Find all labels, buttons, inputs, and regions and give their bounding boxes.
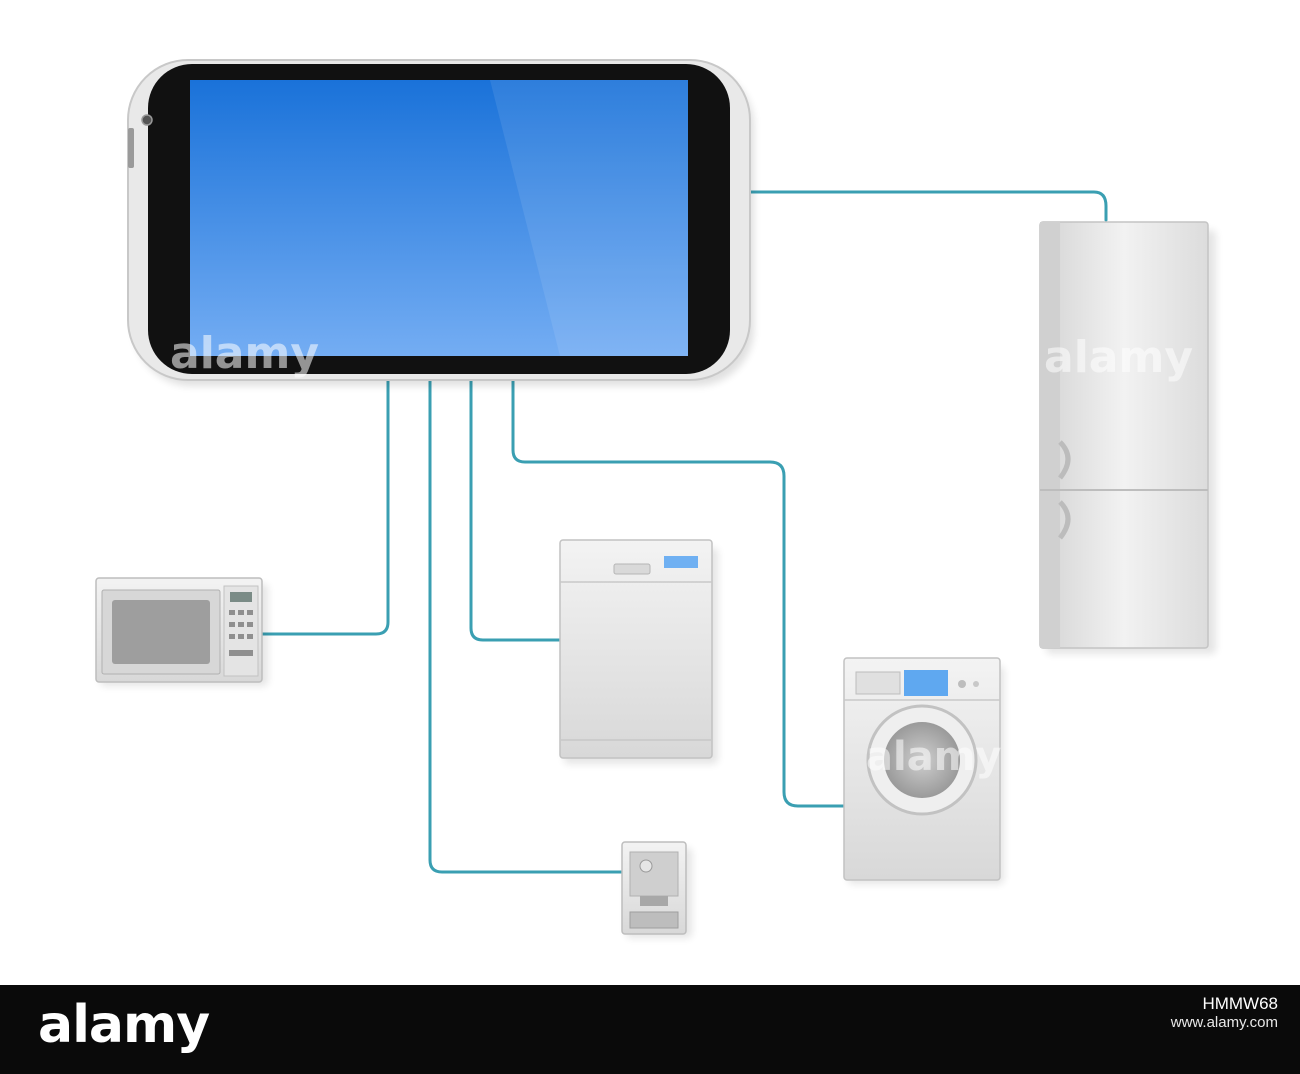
smart-home-scene: alamy alamy alamy alamy (95, 59, 1216, 938)
detergent-drawer (855, 671, 901, 695)
coffee-machine-dial (639, 859, 653, 873)
refrigerator (1039, 221, 1216, 654)
washing-machine-drum (884, 722, 960, 798)
coffee-machine (621, 841, 692, 938)
cable-to-oven (260, 378, 390, 636)
site-url: www.alamy.com (1170, 1014, 1278, 1032)
cable-to-washing-machine (511, 378, 846, 808)
oven-display (230, 592, 252, 602)
watermark-left: alamy (170, 328, 319, 379)
oven-window (112, 600, 210, 664)
tablet-screen (190, 80, 688, 356)
screen-glare (490, 80, 688, 356)
washing-machine-display (904, 670, 948, 696)
refrigerator-body (1039, 221, 1209, 649)
front-camera-icon (141, 114, 153, 126)
coffee-spout (640, 896, 668, 906)
watermark-center: alamy (594, 458, 743, 509)
cable-to-dishwasher (469, 378, 562, 642)
washing-machine-button (973, 681, 979, 687)
footer-logo: alamy (38, 995, 210, 1055)
dishwasher-handle (613, 563, 651, 575)
refrigerator-handle-bottom (1057, 500, 1071, 540)
watermark-layer: alamy alamy alamy alamy (170, 328, 1193, 780)
stock-footer: alamy HMMW68 www.alamy.com (0, 985, 1300, 1074)
coffee-drip-tray (629, 911, 679, 929)
cable-to-coffee-machine (428, 378, 624, 874)
image-id: HMMW68 (1202, 994, 1278, 1013)
washing-machine (843, 657, 1004, 884)
refrigerator-side (1040, 222, 1060, 648)
refrigerator-handle-top (1057, 440, 1071, 480)
cable-to-refrigerator (743, 190, 1108, 222)
oven (95, 577, 268, 686)
oven-keypad (229, 610, 253, 656)
watermark-washer: alamy (866, 734, 1001, 780)
dishwasher-body (559, 539, 713, 759)
tablet (127, 59, 754, 386)
side-button (128, 128, 134, 168)
washing-machine-knob (958, 680, 966, 688)
dishwasher (559, 539, 718, 764)
watermark-fridge: alamy (1044, 332, 1193, 383)
footer-reference: HMMW68 www.alamy.com (1171, 993, 1278, 1033)
network-cables (260, 190, 1108, 874)
coffee-machine-front (629, 851, 679, 897)
dishwasher-display (664, 556, 698, 568)
